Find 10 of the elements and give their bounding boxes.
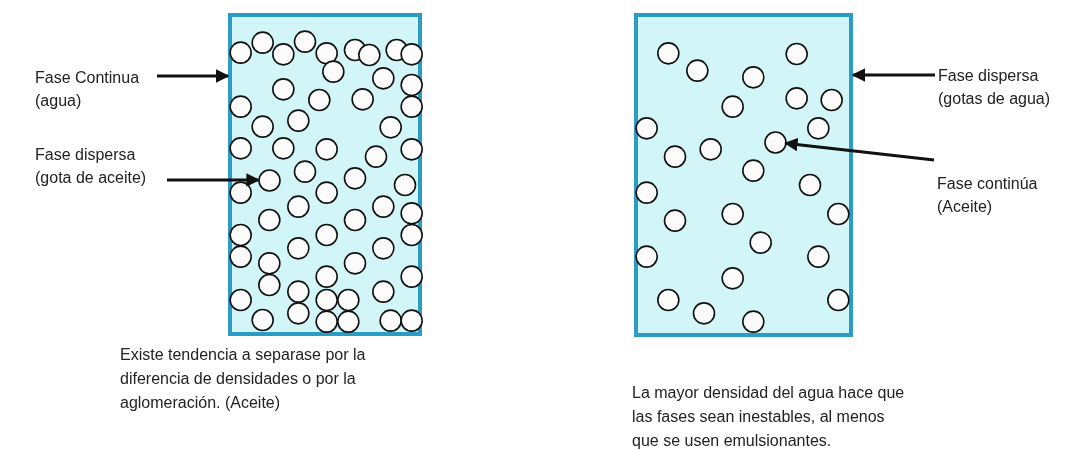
phase-label: Fase continúa (Aceite) bbox=[937, 174, 1039, 217]
phase-label: Fase dispersa (gotas de agua) bbox=[938, 66, 1052, 109]
arrow bbox=[157, 69, 230, 83]
arrow bbox=[851, 68, 935, 82]
phase-label: Fase dispersa (gota de aceite) bbox=[35, 145, 148, 188]
arrow bbox=[167, 173, 260, 187]
caption: Existe tendencia a separase por la diferencia de densidades o por la aglomeración. (Aceite) bbox=[120, 345, 367, 413]
phase-label: Fase Continua (agua) bbox=[35, 68, 141, 111]
arrow bbox=[784, 137, 935, 162]
caption: La mayor densidad del agua hace que las fases sean inestables, al menos que se usen emulsionantes. bbox=[632, 383, 906, 450]
